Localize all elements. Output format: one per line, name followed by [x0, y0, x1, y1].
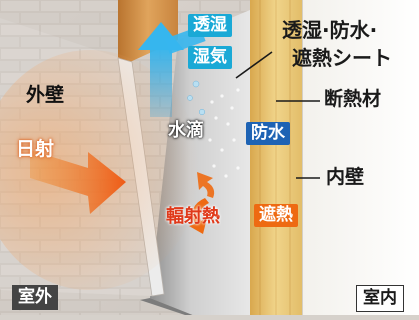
radiant-heat-label: 輻射熱: [166, 206, 220, 227]
membrane-pores: [208, 88, 240, 178]
moisture-badge: 湿気: [188, 46, 232, 69]
bottom-border: [0, 315, 419, 320]
sunlight-arrow: [30, 150, 126, 214]
inner-wall-layer: [302, 0, 419, 320]
outdoor-label: 室外: [12, 285, 58, 310]
inner-wall-label: 内壁: [326, 166, 365, 188]
water-droplets: [187, 80, 206, 129]
sunlight-label: 日射: [16, 138, 55, 160]
insulation-layer: [250, 0, 302, 320]
membrane-label-line2: 遮熱シート: [292, 46, 392, 70]
breathable-badge: 透湿: [188, 14, 232, 37]
membrane-edge: [140, 298, 205, 320]
water-drops-label: 水滴: [168, 120, 204, 141]
indoor-label: 室内: [356, 285, 404, 312]
membrane-label-line1: 透湿·防水·: [282, 18, 378, 42]
waterproof-badge: 防水: [246, 122, 290, 145]
heat-shield-badge: 遮熱: [254, 204, 298, 227]
exterior-wall-label: 外壁: [26, 84, 65, 106]
radiant-heat-arrow: [189, 172, 215, 234]
leader-lines: [235, 51, 320, 179]
insulation-label: 断熱材: [324, 88, 382, 110]
